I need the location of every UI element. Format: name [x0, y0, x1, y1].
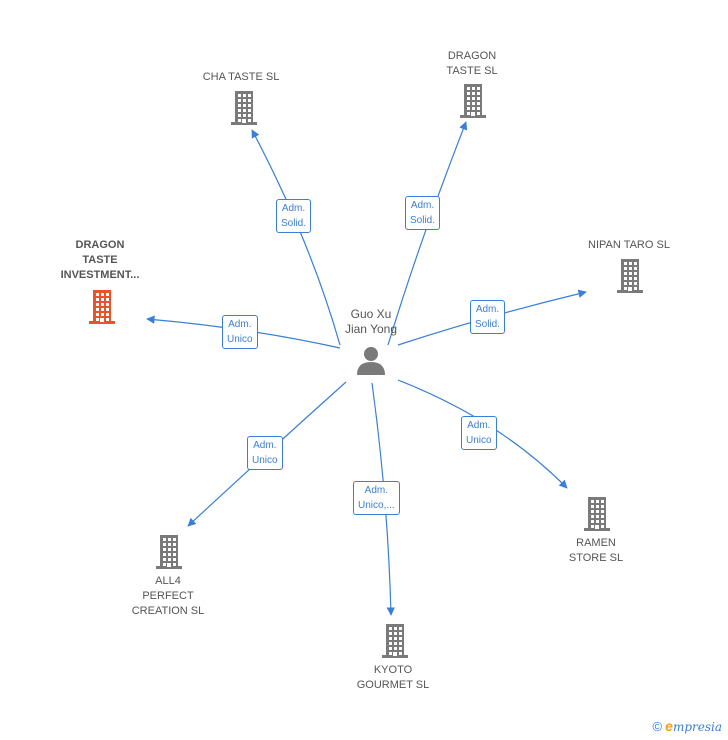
person-label[interactable]: Guo Xu Jian Yong [344, 307, 398, 336]
relation-label-all4-perfect[interactable]: Adm.Unico [247, 436, 283, 470]
copyright-icon: © [652, 718, 663, 734]
relation-label-cha-taste[interactable]: Adm.Solid. [276, 199, 312, 233]
relation-label-ramen-store[interactable]: Adm.Unico [461, 416, 497, 450]
building-icon-ramen-store[interactable] [582, 497, 612, 536]
brand-logo: empresia [665, 718, 722, 734]
building-icon-all4-perfect[interactable] [154, 535, 184, 574]
building-icon-nipan-taro[interactable] [615, 259, 645, 298]
relation-label-dragon-taste-sl[interactable]: Adm.Solid. [405, 196, 441, 230]
company-label-ramen-store[interactable]: RAMEN STORE SL [568, 537, 624, 564]
edge-dragon-taste-sl [387, 121, 468, 346]
building-icon-kyoto-gourmet[interactable] [380, 624, 410, 663]
relation-label-nipan-taro[interactable]: Adm.Solid. [470, 300, 506, 334]
relation-label-dragon-taste-investment[interactable]: Adm.Unico [222, 315, 258, 349]
building-icon-dragon-taste-sl[interactable] [458, 84, 488, 123]
company-label-all4-perfect[interactable]: ALL4 PERFECT CREATION SL [131, 575, 205, 617]
company-label-cha-taste[interactable]: CHA TASTE SL [202, 71, 280, 83]
building-icon-dragon-taste-investment[interactable] [87, 290, 117, 329]
relation-label-kyoto-gourmet[interactable]: Adm.Unico,... [353, 481, 400, 515]
building-icon-cha-taste[interactable] [229, 91, 259, 130]
company-label-dragon-taste-sl[interactable]: DRAGON TASTE SL [446, 50, 498, 77]
person-icon[interactable] [357, 347, 385, 375]
company-label-nipan-taro[interactable]: NIPAN TARO SL [588, 239, 670, 251]
brand-footer[interactable]: © empresia [653, 718, 722, 734]
company-label-kyoto-gourmet[interactable]: KYOTO GOURMET SL [356, 664, 430, 691]
edge-cha-taste [251, 129, 341, 346]
company-label-dragon-taste-investment[interactable]: DRAGON TASTE INVESTMENT... [60, 239, 140, 281]
